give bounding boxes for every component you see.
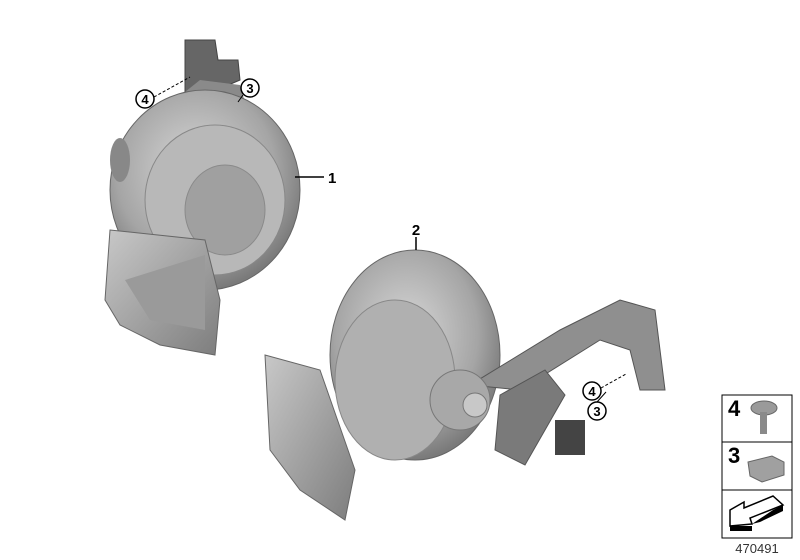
- callout-screw-right: 4: [582, 373, 627, 401]
- legend-item-clip-nut[interactable]: 3: [728, 443, 785, 483]
- callout-part-2: 2: [412, 222, 420, 250]
- svg-text:4: 4: [588, 384, 596, 399]
- legend-box: 4 3: [721, 394, 793, 539]
- horn-1[interactable]: [104, 39, 301, 356]
- horn-2[interactable]: [264, 249, 666, 521]
- svg-text:4: 4: [728, 396, 741, 421]
- diagram-number: 470491: [735, 541, 779, 556]
- svg-text:4: 4: [141, 92, 149, 107]
- svg-text:3: 3: [728, 443, 740, 468]
- callout-nut-right: 3: [587, 391, 607, 421]
- svg-text:3: 3: [246, 81, 253, 96]
- svg-text:2: 2: [412, 222, 420, 239]
- legend-item-arrow: [729, 495, 785, 531]
- callout-part-1: 1: [295, 170, 336, 187]
- svg-text:3: 3: [593, 404, 600, 419]
- callout-screw-top: 4: [135, 76, 191, 109]
- legend-item-screw[interactable]: 4: [728, 396, 778, 434]
- clip-nut-icon: [747, 455, 785, 483]
- callout-nut-top: 3: [237, 78, 260, 103]
- svg-text:1: 1: [328, 170, 336, 187]
